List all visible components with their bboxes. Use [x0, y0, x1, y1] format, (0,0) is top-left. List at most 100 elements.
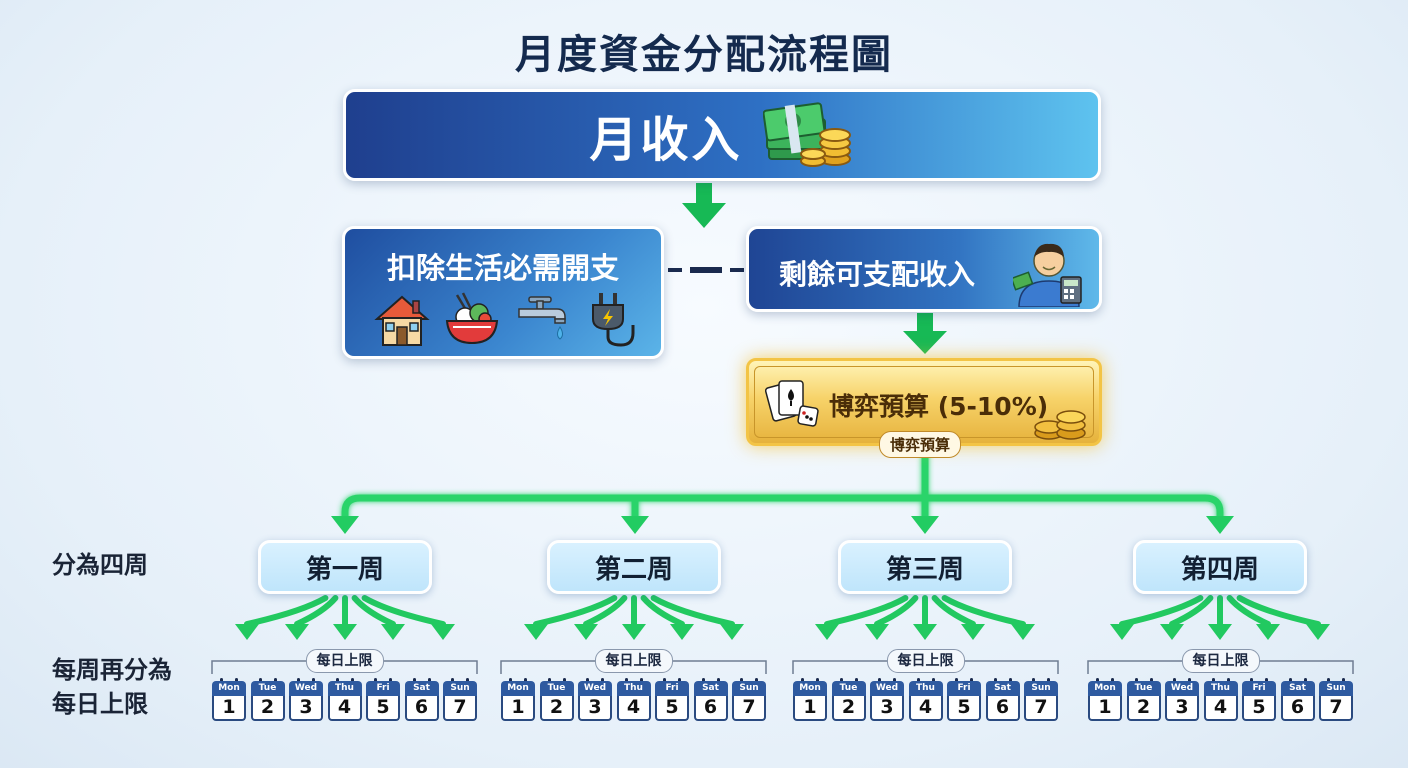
monthly-income-box: 月收入 [343, 89, 1101, 181]
calendar-day-number: 5 [655, 696, 689, 721]
calendar-day-name: Tue [250, 681, 285, 696]
calendar-day-name: Mon [793, 681, 827, 696]
calendar-day-number: 7 [1024, 696, 1058, 721]
day-arrow [1208, 595, 1232, 640]
electric-plug-icon [583, 291, 641, 353]
calendar-day-number: 3 [289, 696, 323, 721]
dash-connector-left [668, 268, 682, 272]
dash-connector-middle [690, 267, 722, 273]
calendar-day-name: Wed [870, 681, 904, 696]
calendar-day-name: Mon [1088, 681, 1122, 696]
calendar-day-number: 1 [501, 696, 535, 721]
disposable-income-box: 剩餘可支配收入 [746, 226, 1102, 312]
page-title: 月度資金分配流程圖 [515, 32, 893, 78]
calendar-day-name: Sun [732, 681, 766, 696]
calendar-day-name: Fri [655, 681, 689, 696]
food-bowl-icon [443, 291, 501, 353]
calendar-day-number: 4 [1203, 696, 1238, 721]
calendar-day-number: 1 [1088, 696, 1122, 721]
calendar-day-number: 7 [443, 696, 477, 721]
calendar-day-name: Thu [327, 681, 362, 696]
day-arrow [574, 595, 628, 640]
gambling-budget-tag: 博弈預算 [879, 431, 962, 458]
arrow-income-down [682, 183, 726, 228]
day-arrow [361, 595, 455, 640]
calendar-day-name: Sun [443, 681, 477, 696]
calendar-day-name: Tue [831, 681, 866, 696]
week-3-box: 第三周 [838, 540, 1012, 594]
arrow-heads-weeks [331, 516, 1234, 534]
calendar-day-name: Sat [1280, 681, 1315, 696]
calendar-day-number: 1 [212, 696, 246, 721]
daily-limit-tag: 每日上限 [1181, 649, 1260, 673]
day-arrow [351, 595, 405, 640]
calendar-day-number: 4 [908, 696, 943, 721]
calendar-day-name: Tue [1126, 681, 1161, 696]
deduct-expenses-label: 扣除生活必需開支 [386, 251, 619, 285]
deduct-expenses-box: 扣除生活必需開支 [342, 226, 664, 359]
gambling-budget-label: 博弈預算 (5-10%) [829, 392, 1049, 421]
calendar-day-number: 7 [1319, 696, 1353, 721]
calendar-day-number: 6 [693, 696, 728, 721]
calendar-day-name: Sat [985, 681, 1020, 696]
day-arrow [865, 595, 919, 640]
disposable-income-label: 剩餘可支配收入 [779, 258, 976, 291]
day-arrow [640, 595, 694, 640]
arrow-branch-weeks [341, 444, 1224, 524]
calendar-day-name: Fri [366, 681, 400, 696]
calendar-day-number: 3 [1165, 696, 1199, 721]
calendar-day-number: 6 [985, 696, 1020, 721]
calendar-day-name: Fri [1242, 681, 1276, 696]
calendar-day-name: Sat [404, 681, 439, 696]
side-label-weeks: 分為四周 [52, 551, 148, 579]
money-stack-coins-icon [762, 95, 855, 175]
calendar-day-number: 3 [870, 696, 904, 721]
day-arrow [941, 595, 1035, 640]
calendar-day-name: Fri [947, 681, 981, 696]
calendar-day-number: 4 [616, 696, 651, 721]
calendar-day-number: 2 [250, 696, 285, 721]
person-calculator-icon [1010, 237, 1085, 311]
calendar-day-number: 3 [578, 696, 612, 721]
calendar-day-number: 6 [404, 696, 439, 721]
calendar-day-name: Mon [212, 681, 246, 696]
arrow-disposable-down [903, 313, 947, 354]
day-arrow [1110, 595, 1204, 640]
side-label-daily-line1: 每周再分為 [52, 656, 172, 684]
calendar-day-number: 2 [1126, 696, 1161, 721]
water-faucet-icon [513, 291, 571, 353]
daily-limit-tag: 每日上限 [305, 649, 384, 673]
day-arrow [913, 595, 937, 640]
playing-cards-icon [764, 377, 827, 437]
week-2-box: 第二周 [547, 540, 721, 594]
calendar-day-number: 5 [366, 696, 400, 721]
calendar-day-number: 4 [327, 696, 362, 721]
calendar-day-name: Sun [1024, 681, 1058, 696]
daily-limit-tag: 每日上限 [886, 649, 965, 673]
calendar-day-name: Thu [908, 681, 943, 696]
day-arrow [1160, 595, 1214, 640]
calendar-day-name: Thu [616, 681, 651, 696]
calendar-day-number: 1 [793, 696, 827, 721]
side-label-daily-line2: 每日上限 [52, 690, 148, 718]
day-arrow [285, 595, 339, 640]
calendar-day-number: 2 [539, 696, 574, 721]
